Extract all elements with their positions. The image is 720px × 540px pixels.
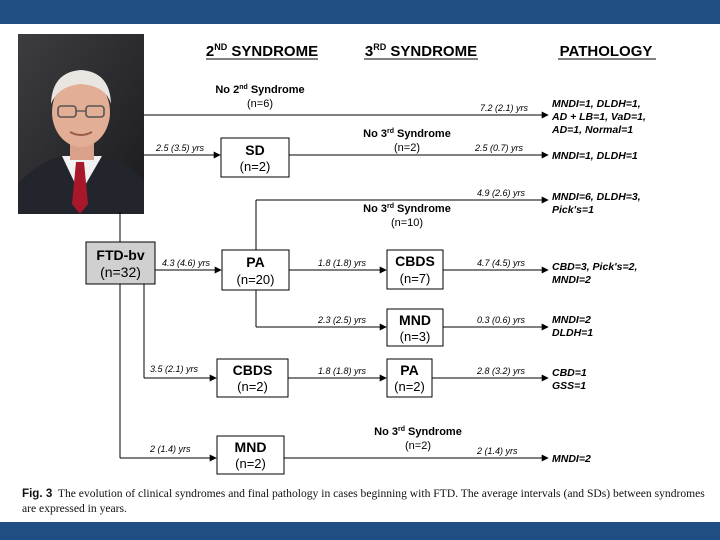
box-ftd-bv: FTD-bv (n=32) [85, 241, 156, 285]
no-3rd-syndrome-pa-label: No 3rd Syndrome [363, 203, 451, 215]
pathology-line: DLDH=1 [552, 327, 593, 339]
connectors [119, 111, 549, 462]
figure-caption-text: The evolution of clinical syndromes and … [22, 487, 705, 515]
top-banner [0, 0, 720, 24]
figure-label: Fig. 3 [22, 487, 53, 500]
header-third-syndrome: 3RD SYNDROME [365, 42, 477, 60]
pathology-line: CBD=3, Pick's=2, [552, 261, 637, 273]
box-cbds-second: CBDS (n=2) [216, 358, 289, 398]
box-mnd-second: MND (n=2) [216, 435, 285, 475]
box-pa: PA (n=20) [221, 249, 290, 291]
interval-label: 7.2 (2.1) yrs [480, 103, 529, 113]
pathology-cbds: CBD=3, Pick's=2, MNDI=2 [552, 261, 637, 286]
interval-labels: 7.2 (2.1) yrs 2.5 (3.5) yrs 2.5 (0.7) yr… [149, 103, 529, 456]
pathology-top: MNDI=1, DLDH=1, AD + LB=1, VaD=1, AD=1, … [551, 98, 646, 136]
interval-label: 2 (1.4) yrs [149, 444, 191, 454]
interval-label: 1.8 (1.8) yrs [318, 258, 367, 268]
box-count: (n=2) [235, 456, 266, 471]
box-count: (n=2) [237, 379, 268, 394]
pathology-mnd-second: MNDI=2 [552, 453, 591, 465]
pathology-pa-third: CBD=1 GSS=1 [552, 367, 587, 392]
box-count: (n=2) [240, 159, 271, 174]
no-3rd-syndrome-sd-count: (n=2) [394, 142, 420, 154]
pathology-results: MNDI=1, DLDH=1, AD + LB=1, VaD=1, AD=1, … [551, 98, 646, 465]
header-pathology: PATHOLOGY [560, 43, 653, 60]
pathology-line: Pick's=1 [552, 204, 594, 216]
box-sd: SD (n=2) [220, 137, 290, 178]
interval-label: 4.7 (4.5) yrs [477, 258, 526, 268]
interval-label: 3.5 (2.1) yrs [150, 364, 199, 374]
pathology-line: MNDI=2 [552, 274, 591, 286]
box-pa-third: PA (n=2) [386, 358, 433, 398]
interval-label: 2.8 (3.2) yrs [476, 366, 526, 376]
box-label: PA [246, 254, 264, 270]
interval-label: 2.3 (2.5) yrs [317, 315, 367, 325]
bottom-banner [0, 522, 720, 540]
box-mnd-third: MND (n=3) [386, 308, 444, 347]
presenter-photo [18, 34, 144, 214]
no-3rd-syndrome-pa-count: (n=10) [391, 217, 423, 229]
interval-label: 4.3 (4.6) yrs [162, 258, 211, 268]
box-label: FTD-bv [96, 247, 144, 263]
pathology-line: AD=1, Normal=1 [551, 124, 633, 136]
box-count: (n=7) [400, 271, 431, 286]
box-count: (n=32) [100, 264, 141, 280]
box-label: PA [400, 362, 418, 378]
no-2nd-syndrome-label: No 2nd Syndrome [215, 84, 304, 96]
pathology-line: MNDI=1, DLDH=1, [552, 98, 641, 110]
pathology-line: CBD=1 [552, 367, 587, 379]
box-count: (n=20) [237, 272, 275, 287]
no-3rd-syndrome-sd-label: No 3rd Syndrome [363, 128, 451, 140]
interval-label: 2 (1.4) yrs [476, 446, 518, 456]
portrait-image [18, 34, 144, 214]
header-second-syndrome: 2ND SYNDROME [206, 42, 318, 60]
box-label: CBDS [233, 362, 273, 378]
box-label: CBDS [395, 253, 435, 269]
interval-label: 0.3 (0.6) yrs [477, 315, 526, 325]
box-label: SD [245, 142, 264, 158]
pathology-line: GSS=1 [552, 380, 586, 392]
interval-label: 1.8 (1.8) yrs [318, 366, 367, 376]
pathology-mnd: MNDI=2 DLDH=1 [552, 314, 593, 339]
pathology-line: AD + LB=1, VaD=1, [551, 111, 646, 123]
interval-label: 2.5 (3.5) yrs [155, 143, 205, 153]
box-label: MND [399, 312, 431, 328]
figure-caption: Fig. 3 The evolution of clinical syndrom… [22, 486, 712, 516]
pathology-sd: MNDI=1, DLDH=1 [552, 150, 638, 162]
no-3rd-syndrome-mnd-count: (n=2) [405, 440, 431, 452]
pathology-line: MNDI=6, DLDH=3, [552, 191, 641, 203]
box-count: (n=3) [400, 329, 431, 344]
box-cbds-third: CBDS (n=7) [386, 249, 444, 290]
box-label: MND [235, 439, 267, 455]
interval-label: 2.5 (0.7) yrs [474, 143, 524, 153]
pathology-line: MNDI=2 [552, 314, 591, 326]
pathology-pa: MNDI=6, DLDH=3, Pick's=1 [552, 191, 641, 216]
interval-label: 4.9 (2.6) yrs [477, 188, 526, 198]
no-3rd-syndrome-mnd-label: No 3rd Syndrome [374, 426, 462, 438]
no-2nd-syndrome-count: (n=6) [247, 98, 273, 110]
box-count: (n=2) [394, 379, 425, 394]
